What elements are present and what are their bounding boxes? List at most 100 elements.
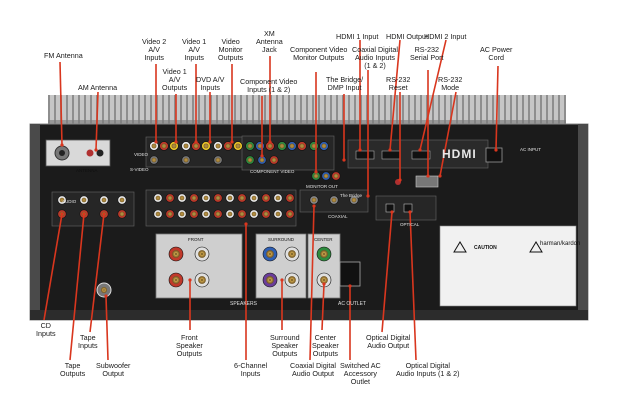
callout-endpoint (418, 148, 421, 151)
s-video-jack (182, 156, 190, 164)
audio-rca-jack (226, 210, 234, 218)
callout-endpoint (60, 212, 63, 215)
callout-endpoint (154, 140, 157, 143)
label-video1-inputs: Video 1 A/V Inputs (182, 38, 206, 62)
label-am-antenna: AM Antenna (78, 84, 117, 92)
component-video-label: COMPONENT VIDEO (250, 168, 294, 176)
component-video-jack (288, 142, 297, 151)
component-monitor-jack (332, 172, 340, 180)
label-six-channel-inputs: 6-Channel Inputs (234, 362, 267, 378)
label-rs232-mode: RS-232 Mode (438, 76, 462, 92)
callout-endpoint (102, 212, 105, 215)
composite-av-jack (214, 142, 223, 151)
callout-endpoint (390, 210, 393, 213)
audio-rca-jack (166, 194, 174, 202)
label-coax-digital-inputs: Coaxial Digital Audio Inputs (1 & 2) (352, 46, 398, 70)
component-video-jack (246, 142, 255, 151)
callout-endpoint (60, 143, 63, 146)
label-tape-outputs: Tape Outputs (60, 362, 85, 378)
callout-endpoint (314, 170, 317, 173)
audio-rca-jack (202, 210, 210, 218)
label-subwoofer-output: Subwoofer Output (96, 362, 130, 378)
callout-endpoint (366, 194, 369, 197)
speaker-binding-post (169, 273, 183, 287)
coax-digital-jack (330, 196, 338, 204)
label-bridge-dmp-input: The Bridge/ DMP Input (326, 76, 363, 92)
audio-rca-jack (238, 210, 246, 218)
callout-endpoint (244, 222, 247, 225)
component-video-jack (246, 156, 254, 164)
component-video-jack (278, 142, 287, 151)
audio-rca-jack (118, 196, 126, 204)
label-coax-digital-output: Coaxial Digital Audio Output (290, 362, 336, 378)
callout-endpoint (358, 148, 361, 151)
speaker-binding-post (263, 247, 277, 261)
audio-rca-jack (178, 194, 186, 202)
coax-digital-jack (310, 196, 318, 204)
audio-rca-jack (262, 210, 270, 218)
audio-rca-jack (214, 194, 222, 202)
audio-rca-jack (166, 210, 174, 218)
label-ac-power-cord: AC Power Cord (480, 46, 512, 62)
speakers-label: SPEAKERS (230, 300, 257, 308)
speaker-binding-post (195, 273, 209, 287)
speaker-binding-post (169, 247, 183, 261)
audio-rca-jack (154, 194, 162, 202)
rs232-port (416, 176, 438, 187)
label-switched-ac-outlet: Switched AC Accessory Outlet (340, 362, 381, 386)
audio-rca-jack (238, 194, 246, 202)
component-video-jack (256, 142, 265, 151)
label-optical-digital-inputs: Optical Digital Audio Inputs (1 & 2) (396, 362, 460, 378)
switched-ac-outlet (340, 262, 360, 286)
component-video-jack (270, 156, 278, 164)
audio-rca-jack (100, 196, 108, 204)
callout-endpoint (312, 204, 315, 207)
callout-endpoint (94, 148, 97, 151)
audio-rca-jack (274, 194, 282, 202)
composite-av-jack (160, 142, 169, 151)
s-video-jack (150, 156, 158, 164)
label-cd-inputs: CD Inputs (36, 322, 56, 338)
audio-rca-jack (226, 194, 234, 202)
callout-endpoint (82, 212, 85, 215)
callout-endpoint (280, 278, 283, 281)
label-xm-antenna-jack: XM Antenna Jack (256, 30, 283, 54)
brand-logo: harman/kardon (540, 240, 580, 248)
caution-text: CAUTION (474, 244, 497, 252)
label-tape-inputs: Tape Inputs (78, 334, 98, 350)
label-hdmi1-input: HDMI 1 Input (336, 33, 378, 41)
label-surround-speaker-outputs: Surround Speaker Outputs (270, 334, 300, 358)
monitor-out-label: MONITOR OUT (306, 183, 338, 191)
label-component-video-inputs: Component Video Inputs (1 & 2) (240, 78, 297, 94)
audio-rca-jack (178, 210, 186, 218)
hdmi-logo: HDMI (442, 150, 477, 158)
am-terminal-2 (97, 150, 104, 157)
audio-rca-jack (190, 194, 198, 202)
callout-endpoint (388, 148, 391, 151)
component-video-jack (310, 142, 319, 151)
label-rs232-reset: RS-232 Reset (386, 76, 410, 92)
callout-endpoint (194, 140, 197, 143)
am-terminal-1 (87, 150, 94, 157)
audio-rca-jack (286, 210, 294, 218)
hdmi-port-out (382, 151, 400, 159)
label-hdmi2-input: HDMI 2 Input (424, 33, 466, 41)
label-component-video-monitor: Component Video Monitor Outputs (290, 46, 347, 62)
label-video1-outputs: Video 1 A/V Outputs (162, 68, 187, 92)
audio-rca-jack (154, 210, 162, 218)
label-front-speaker-outputs: Front Speaker Outputs (176, 334, 203, 358)
center-label: CENTER (314, 236, 333, 244)
speaker-binding-post (263, 273, 277, 287)
s-video-label: S-VIDEO (130, 166, 149, 174)
audio-rca-jack (250, 194, 258, 202)
speaker-binding-post (285, 273, 299, 287)
callout-endpoint (188, 278, 191, 281)
callout-endpoint (268, 140, 271, 143)
callout-endpoint (426, 174, 429, 177)
composite-av-jack (182, 142, 191, 151)
composite-av-jack (234, 142, 243, 151)
warning-label-plate (440, 226, 576, 306)
speaker-binding-post (285, 247, 299, 261)
audio-rca-jack (118, 210, 126, 218)
component-monitor-jack (322, 172, 330, 180)
